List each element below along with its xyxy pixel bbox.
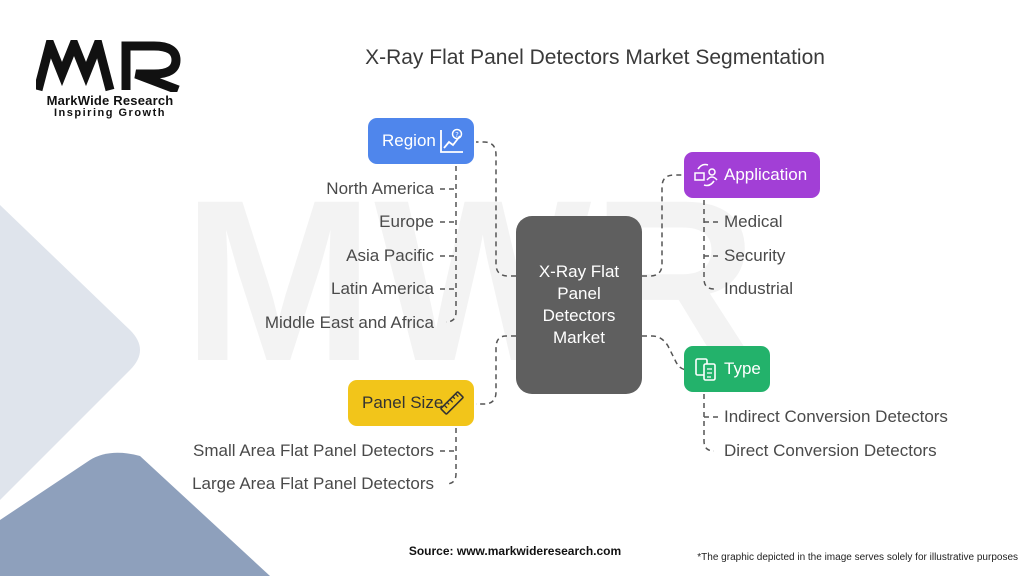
type-item: Direct Conversion Detectors <box>724 441 937 460</box>
decor-shape-dark <box>0 452 270 576</box>
category-application: Application <box>684 152 820 198</box>
watermark-logo: MWR <box>183 152 758 409</box>
svg-text:?: ? <box>455 131 459 139</box>
center-node: X-Ray Flat Panel Detectors Market <box>516 216 642 394</box>
category-application-label: Application <box>724 165 808 184</box>
region-item: Asia Pacific <box>346 246 434 265</box>
application-item: Industrial <box>724 279 793 298</box>
region-item: North America <box>326 179 434 198</box>
bracket-application <box>703 200 715 290</box>
brand-logo-icon <box>36 40 181 92</box>
panel-size-item: Small Area Flat Panel Detectors <box>193 441 434 460</box>
region-item: Middle East and Africa <box>264 313 434 332</box>
brand-name: MarkWide Research <box>46 93 174 108</box>
region-item: Latin America <box>331 279 434 298</box>
category-region-label: Region <box>382 131 436 150</box>
ruler-icon <box>440 391 464 415</box>
ticks-application <box>704 221 718 257</box>
bracket-type <box>703 394 715 452</box>
category-type: Type <box>684 346 770 392</box>
decor-shape-light <box>0 205 140 500</box>
user-exchange-icon <box>694 163 718 187</box>
category-panel-size-label: Panel Size <box>362 393 444 412</box>
center-node-label: X-Ray Flat Panel Detectors Market <box>538 262 620 347</box>
application-item: Medical <box>724 212 783 231</box>
source-credit: Source: www.markwideresearch.com <box>408 544 622 558</box>
brand-tagline: Inspiring Growth <box>54 107 166 119</box>
connector-type <box>642 335 689 371</box>
application-item: Security <box>724 246 786 265</box>
page-title: X-Ray Flat Panel Detectors Market Segmen… <box>365 46 825 69</box>
panel-size-item: Large Area Flat Panel Detectors <box>192 474 434 493</box>
chart-trend-icon: ? <box>440 128 463 153</box>
connector-panel-size <box>476 335 516 405</box>
category-panel-size: Panel Size <box>348 380 474 426</box>
disclaimer-note: *The graphic depicted in the image serve… <box>697 552 1018 563</box>
region-item: Europe <box>379 212 434 231</box>
connector-region <box>476 141 516 277</box>
category-region: Region ? <box>368 118 474 164</box>
category-type-label: Type <box>724 359 761 378</box>
bracket-region <box>445 166 457 323</box>
bracket-panel-size <box>445 428 457 485</box>
type-item: Indirect Conversion Detectors <box>724 407 948 426</box>
documents-icon <box>695 358 716 381</box>
connector-application <box>642 174 684 277</box>
